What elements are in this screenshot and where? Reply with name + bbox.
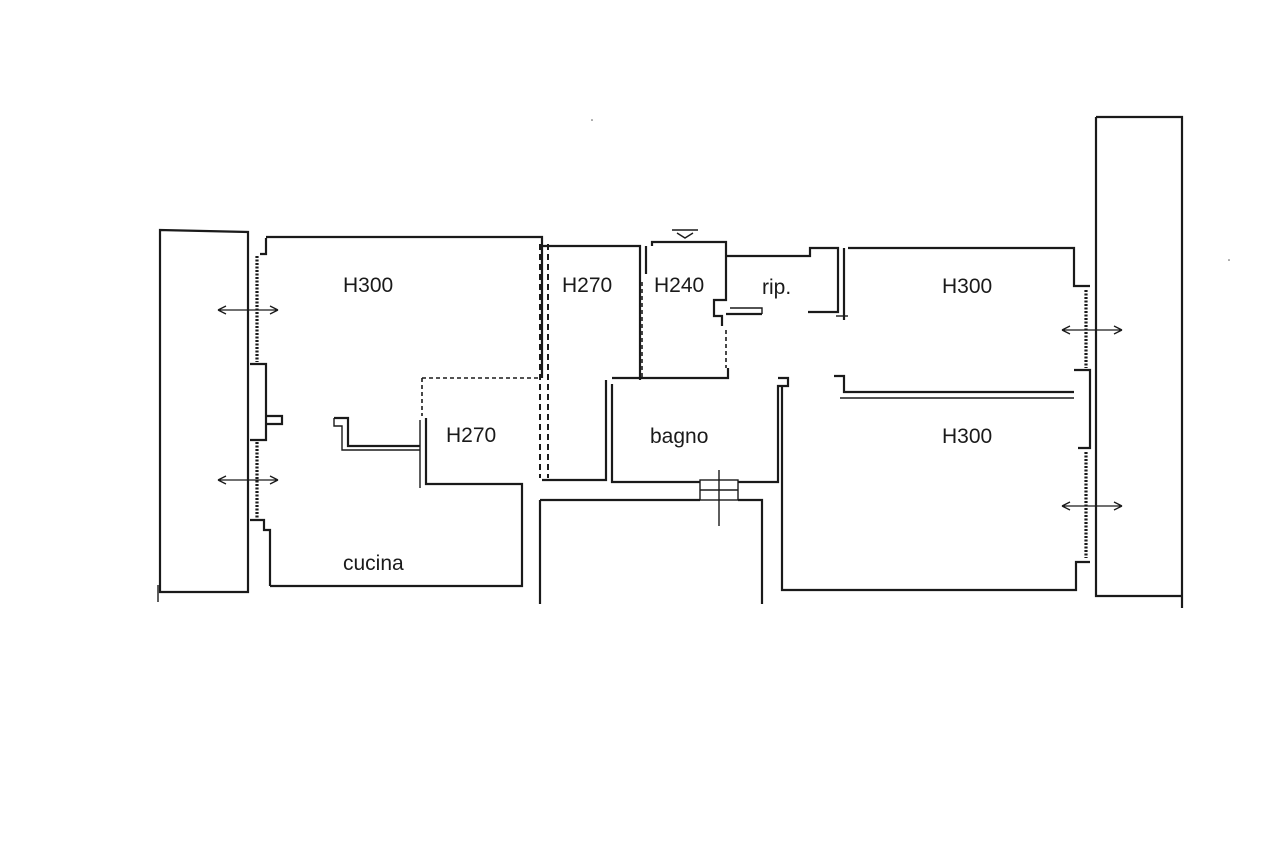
living-room-walls xyxy=(266,235,549,588)
left-facade xyxy=(250,238,284,586)
label-kitchen: cucina xyxy=(343,552,404,575)
label-bedroom-bottom: H300 xyxy=(942,425,992,448)
right-neighbor-building xyxy=(1094,115,1184,608)
label-entry: H240 xyxy=(654,274,704,297)
label-bedroom-top: H300 xyxy=(942,275,992,298)
hall-walls xyxy=(538,244,700,604)
bathroom-window xyxy=(699,470,739,526)
storage-walls xyxy=(726,246,848,320)
entry-walls xyxy=(612,240,730,380)
window-arrow-right-bottom xyxy=(1061,501,1123,511)
label-storage: rip. xyxy=(762,276,791,299)
bedroom-partition xyxy=(834,368,1092,450)
bedroom-top-walls xyxy=(848,246,1090,368)
bedroom-bottom-walls xyxy=(780,386,1090,592)
label-living-room: H300 xyxy=(343,274,393,297)
lightwell xyxy=(738,498,764,604)
label-hall: H270 xyxy=(562,274,612,297)
window-arrow-right-top xyxy=(1061,325,1123,335)
window-arrow-left-bottom xyxy=(217,475,279,485)
label-bathroom: bagno xyxy=(650,425,708,448)
left-neighbor-building xyxy=(157,228,250,602)
label-corridor: H270 xyxy=(446,424,496,447)
entrance-arrow-icon xyxy=(672,229,698,239)
window-arrow-left-top xyxy=(217,305,279,315)
